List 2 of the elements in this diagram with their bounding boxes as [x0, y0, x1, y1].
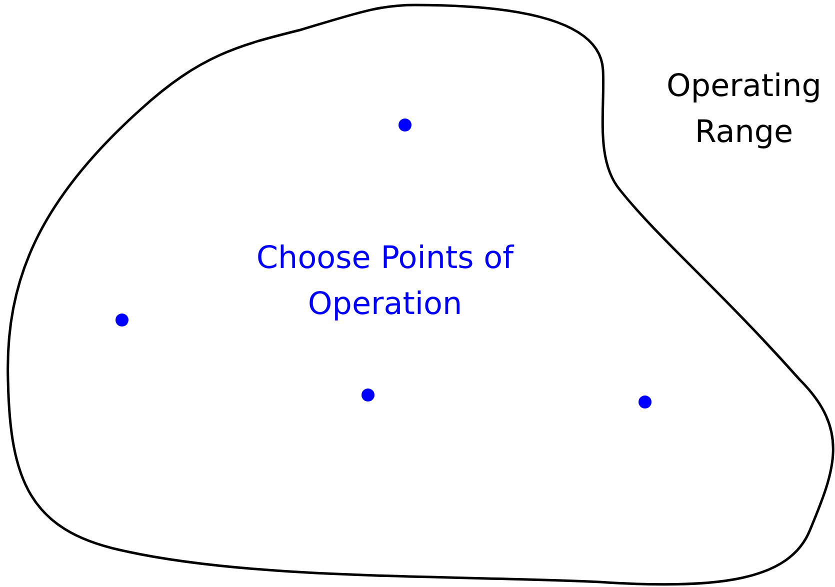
annotation-text: Choose Points of Operation — [255, 239, 515, 324]
region-label: Operating Range — [666, 67, 822, 152]
